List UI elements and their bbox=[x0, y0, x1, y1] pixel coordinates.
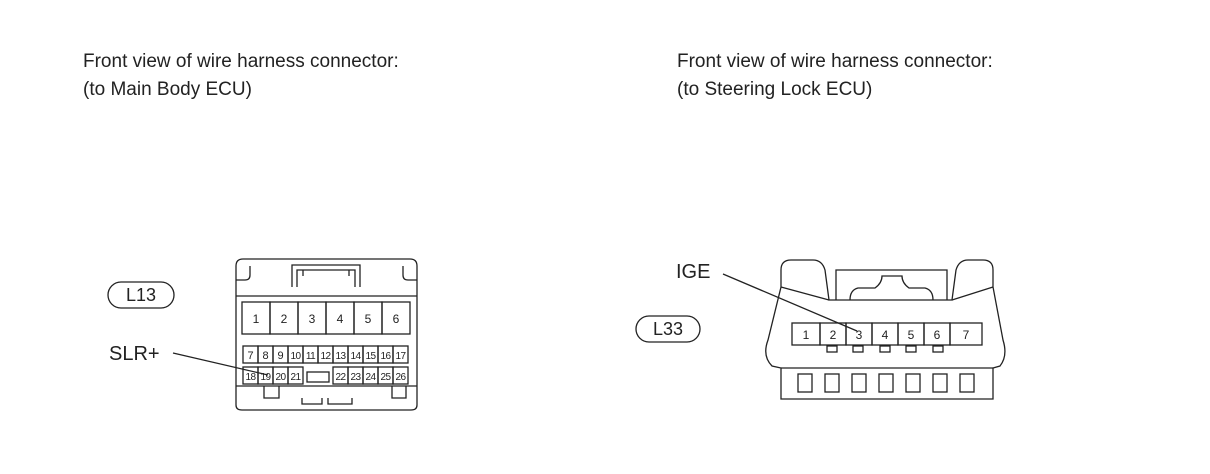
pin-cell bbox=[392, 345, 409, 364]
pin-label: 7 bbox=[963, 328, 970, 342]
pin-label: 6 bbox=[393, 312, 400, 326]
pin-label: 6 bbox=[934, 328, 941, 342]
pin-label: 4 bbox=[882, 328, 889, 342]
right-pin-labels: 1 2 3 4 5 6 7 bbox=[803, 328, 970, 342]
pin-label: 7 bbox=[247, 350, 253, 362]
pin-label: 17 bbox=[396, 351, 407, 362]
pin-label: 16 bbox=[381, 351, 392, 362]
pin-label: 26 bbox=[396, 372, 407, 383]
right-connector-code: L33 bbox=[653, 319, 683, 339]
left-middle-row-labels: 7 8 9 10 11 12 13 14 15 16 17 bbox=[247, 350, 407, 362]
pin-label: 3 bbox=[856, 328, 863, 342]
left-connector-housing bbox=[235, 258, 418, 411]
right-connector-latch bbox=[835, 269, 948, 300]
left-connector-feet bbox=[263, 386, 407, 405]
pin-label: 9 bbox=[277, 350, 283, 362]
right-connector bbox=[765, 259, 1006, 400]
pin-label: 2 bbox=[281, 312, 288, 326]
pin-label: 20 bbox=[276, 372, 287, 383]
pin-label: 5 bbox=[365, 312, 372, 326]
pin-label: 4 bbox=[337, 312, 344, 326]
left-connector bbox=[235, 258, 418, 411]
right-caption-line1: Front view of wire harness connector: bbox=[677, 51, 993, 72]
pin-label: 1 bbox=[803, 328, 810, 342]
pin-label: 23 bbox=[351, 372, 362, 383]
right-connector-slots bbox=[797, 373, 975, 393]
left-top-row bbox=[241, 301, 411, 335]
pin-label: 19 bbox=[261, 372, 272, 383]
pin-label: 5 bbox=[908, 328, 915, 342]
left-connector-code: L13 bbox=[126, 285, 156, 305]
pin-label: 12 bbox=[321, 351, 332, 362]
right-connector-badge bbox=[635, 315, 701, 343]
left-caption: Front view of wire harness connector: (t… bbox=[83, 48, 399, 104]
left-caption-line1: Front view of wire harness connector: bbox=[83, 51, 399, 72]
pin-cell bbox=[949, 322, 983, 346]
left-top-row-labels: 1 2 3 4 5 6 bbox=[253, 312, 400, 326]
pin-blank bbox=[306, 371, 330, 383]
right-pin-row bbox=[791, 322, 983, 346]
pin-label: 14 bbox=[351, 351, 362, 362]
pin-label: 11 bbox=[306, 351, 316, 362]
right-signal-leader bbox=[722, 273, 858, 332]
right-connector-tabs bbox=[826, 345, 944, 353]
pin-cell bbox=[392, 366, 409, 385]
pin-label: 21 bbox=[291, 372, 302, 383]
left-caption-line2: (to Main Body ECU) bbox=[83, 79, 252, 100]
left-bottom-row bbox=[242, 366, 409, 385]
pin-label: 8 bbox=[262, 350, 268, 362]
pin-label: 18 bbox=[246, 372, 257, 383]
pin-label: 1 bbox=[253, 312, 260, 326]
left-signal-leader bbox=[172, 352, 269, 376]
pin-label: 2 bbox=[830, 328, 837, 342]
pin-label: 3 bbox=[309, 312, 316, 326]
pin-label: 15 bbox=[366, 351, 377, 362]
pin-cell bbox=[287, 366, 304, 385]
left-signal-label: SLR+ bbox=[109, 343, 160, 365]
pin-label: 10 bbox=[291, 351, 302, 362]
right-connector-housing bbox=[765, 259, 1006, 400]
pin-label: 22 bbox=[336, 372, 347, 383]
pin-label: 24 bbox=[366, 372, 377, 383]
right-caption-line2: (to Steering Lock ECU) bbox=[677, 79, 873, 100]
left-connector-badge bbox=[107, 281, 175, 309]
pin-label: 13 bbox=[336, 351, 347, 362]
right-caption: Front view of wire harness connector: (t… bbox=[677, 48, 993, 104]
left-middle-row bbox=[242, 345, 409, 364]
left-connector-latch bbox=[291, 264, 361, 287]
pin-cell bbox=[381, 301, 411, 335]
left-bottom-row-labels: 18 19 20 21 22 23 24 25 26 bbox=[246, 372, 408, 383]
right-signal-label: IGE bbox=[676, 261, 710, 283]
pin-label: 25 bbox=[381, 372, 392, 383]
